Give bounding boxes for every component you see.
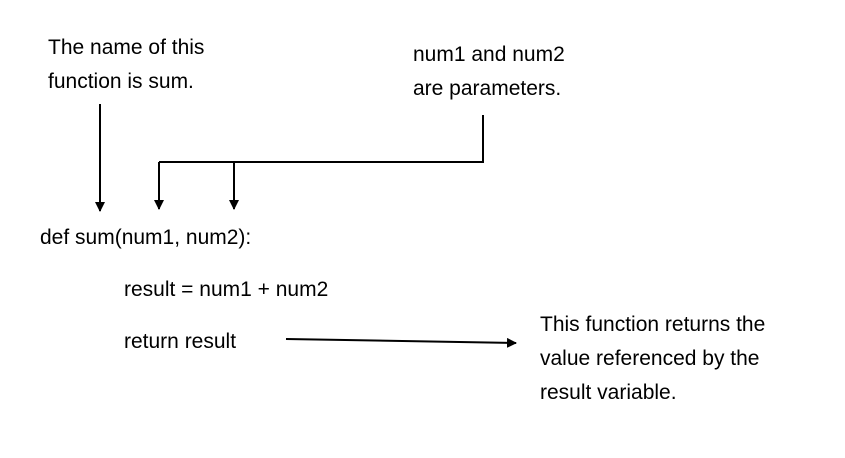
function-name-note-line-2: function is sum.	[48, 70, 194, 93]
return-note: This function returns the value referenc…	[540, 308, 765, 410]
return-note-line-1: This function returns the	[540, 313, 766, 336]
parameters-bracket-connector	[159, 115, 484, 163]
function-name-note: The name of this function is sum.	[48, 31, 204, 99]
function-name-note-line-1: The name of this	[48, 36, 205, 59]
parameters-note: num1 and num2 are parameters.	[413, 38, 565, 106]
parameters-note-line-2: are parameters.	[413, 77, 562, 100]
parameters-note-line-1: num1 and num2	[413, 43, 565, 66]
result-assignment-line: result = num1 + num2	[124, 278, 329, 301]
def-line: def sum(num1, num2):	[40, 226, 252, 249]
return-note-line-3: result variable.	[540, 381, 677, 404]
return-line: return result	[124, 330, 237, 353]
return-arrow	[285, 337, 517, 348]
return-note-line-2: value referenced by the	[540, 347, 760, 370]
